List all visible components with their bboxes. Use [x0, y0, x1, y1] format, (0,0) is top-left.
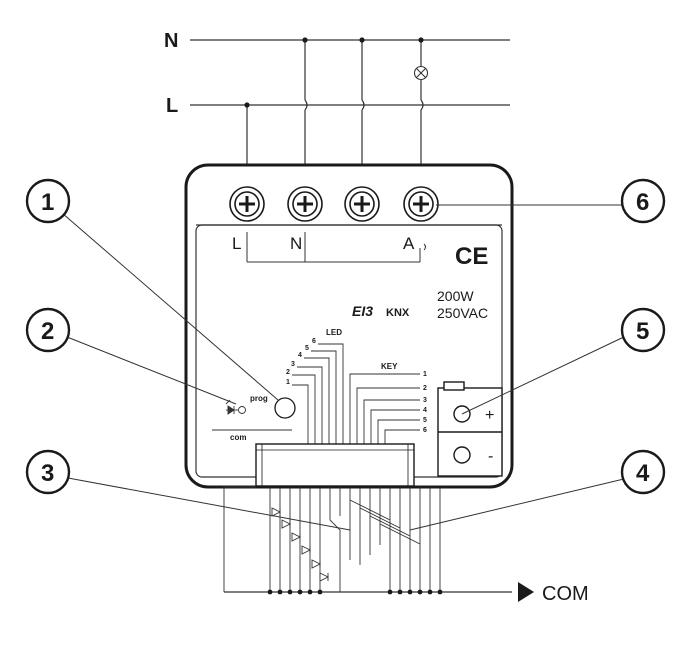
- led-diodes: [271, 507, 330, 582]
- screw-terminal-3-icon: [344, 186, 380, 222]
- led-diode-icon: [311, 559, 322, 569]
- led-lead-lines: [292, 343, 344, 444]
- supply-lines: [190, 39, 510, 106]
- key-number-labels: 1 2 3 4 5 6: [423, 371, 427, 434]
- callout-4-circle: [620, 449, 666, 495]
- key-number: 1: [423, 371, 427, 378]
- key-header: KEY: [381, 362, 398, 371]
- com-arrow-icon: [518, 582, 534, 602]
- callout-1-circle: [25, 178, 71, 224]
- screw-terminal-n-icon: [287, 186, 323, 222]
- led-diode-icon: [281, 519, 292, 529]
- knx-logo: KNX: [386, 307, 410, 319]
- device-body: [184, 163, 514, 489]
- led-number: 2: [286, 369, 290, 376]
- dc-minus-label: -: [488, 448, 493, 465]
- internal-link-wires: [246, 232, 426, 263]
- key-number: 2: [423, 385, 427, 392]
- dc-terminal-block: [437, 381, 503, 477]
- screw-terminals: [229, 186, 439, 222]
- led-number: 5: [305, 345, 309, 352]
- com-bus-dots: [267, 589, 443, 595]
- led-number: 4: [298, 352, 302, 359]
- com-output-label: COM: [542, 583, 589, 605]
- junction-dots: [244, 37, 424, 108]
- led-diode-icon: [301, 545, 312, 555]
- callout-2: 2: [41, 318, 54, 345]
- callout-6: 6: [636, 189, 649, 216]
- callout-3: 3: [41, 460, 54, 487]
- lamp-icon: [413, 65, 429, 81]
- key-number: 5: [423, 417, 427, 424]
- neutral-line-label: N: [164, 30, 178, 52]
- led-number-labels: 6 5 4 3 2 1: [286, 338, 316, 386]
- key-lead-lines: [349, 373, 420, 444]
- com-label: com: [230, 433, 246, 442]
- rating-voltage: 250VAC: [437, 305, 488, 321]
- led-diode-icon: [319, 572, 330, 582]
- key-number: 6: [423, 427, 427, 434]
- terminal-label-l: L: [232, 234, 241, 253]
- callouts: 1 2 3 4 5 6: [25, 178, 666, 495]
- prog-button: [274, 397, 296, 419]
- dc-plus-label: +: [485, 407, 494, 424]
- prog-led-icon: [225, 399, 246, 415]
- ce-mark: CE: [455, 243, 488, 270]
- callout-6-circle: [620, 178, 666, 224]
- callout-5-circle: [620, 307, 666, 353]
- led-number: 3: [291, 361, 295, 368]
- callout-3-circle: [25, 449, 71, 495]
- led-number: 1: [286, 379, 290, 386]
- bottom-wiring: [223, 486, 512, 593]
- callout-2-circle: [25, 307, 71, 353]
- led-header: LED: [326, 328, 342, 337]
- drop-wires: [246, 40, 424, 183]
- terminal-label-a: A: [403, 234, 415, 253]
- key-number: 3: [423, 397, 427, 404]
- screw-terminal-l-icon: [229, 186, 265, 222]
- bottom-connector: [255, 443, 415, 487]
- led-diode-icon: [271, 507, 282, 517]
- callout-5: 5: [636, 318, 649, 345]
- dc-minus-screw-icon: [453, 446, 471, 464]
- terminal-label-n: N: [290, 234, 302, 253]
- brand-logo: EI3: [352, 303, 373, 319]
- callout-1: 1: [41, 189, 54, 216]
- rating-power: 200W: [437, 288, 474, 304]
- screw-terminal-a-icon: [403, 186, 439, 222]
- callout-leaders: [61, 204, 629, 531]
- led-diode-icon: [291, 532, 302, 542]
- key-number: 4: [423, 407, 427, 414]
- prog-label: prog: [250, 394, 268, 403]
- callout-4: 4: [636, 460, 650, 487]
- live-line-label: L: [166, 95, 178, 117]
- led-number: 6: [312, 338, 316, 345]
